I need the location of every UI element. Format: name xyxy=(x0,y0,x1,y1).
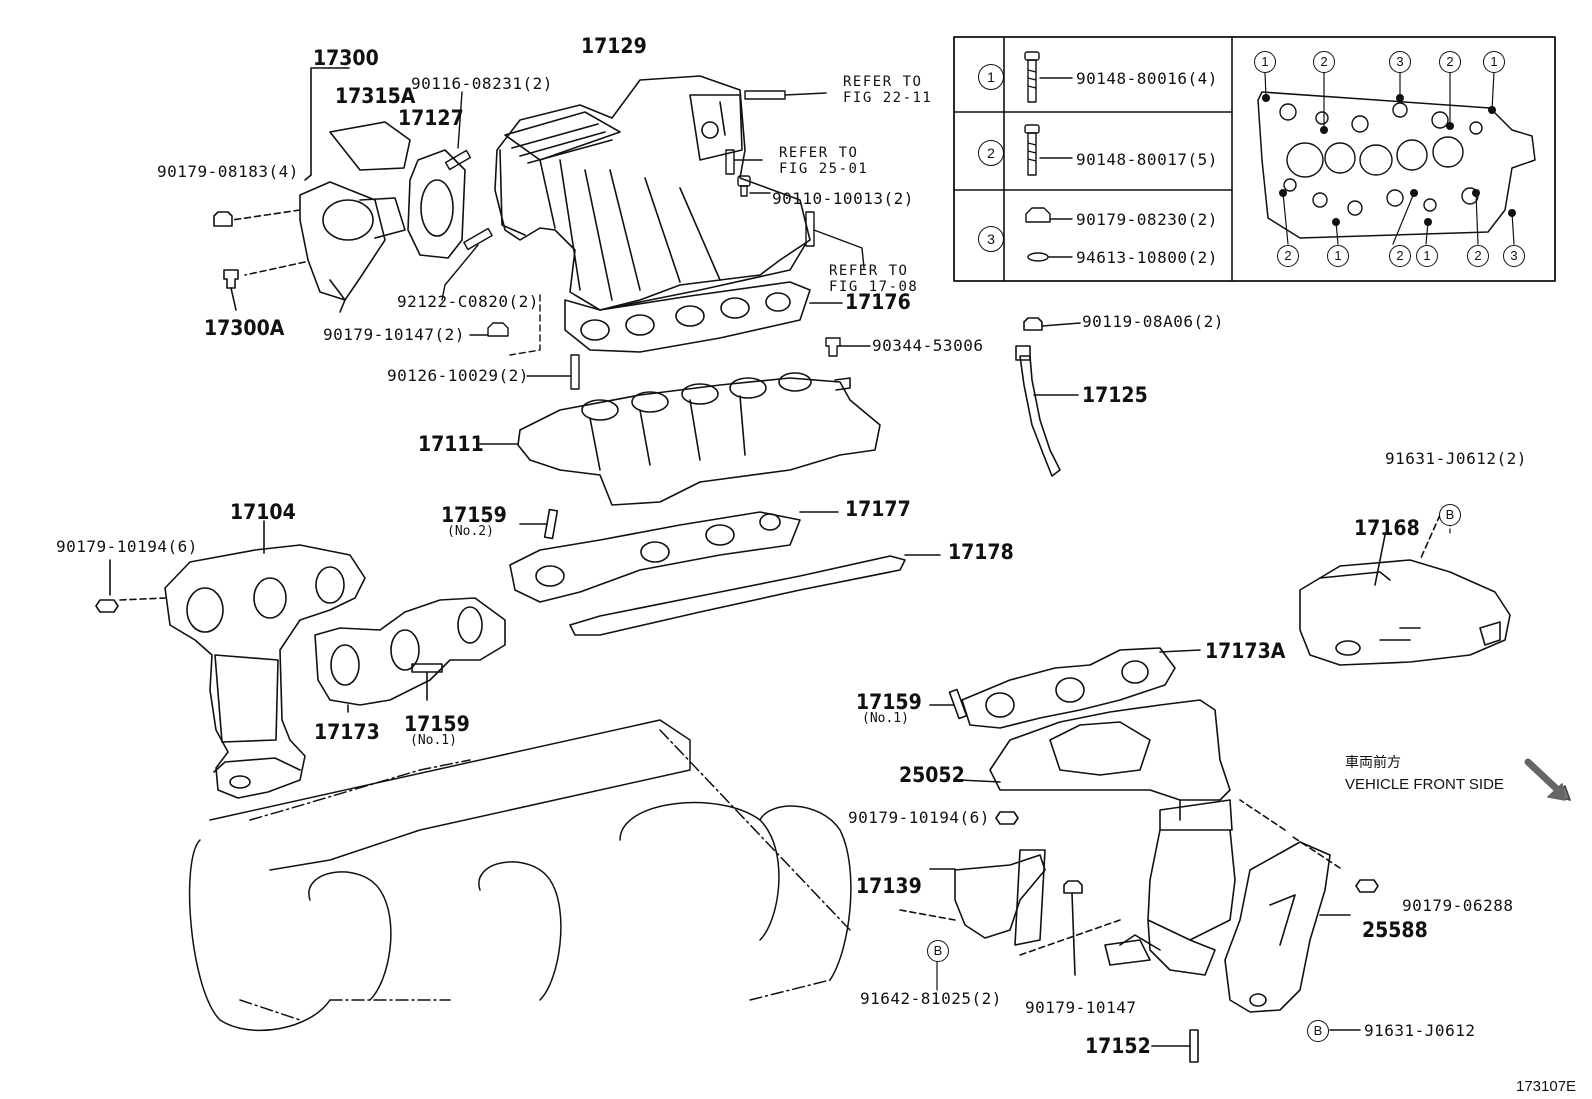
part-label-17159-no1-right: 17159 xyxy=(856,690,922,714)
part-label-17159-no1-left: 17159 xyxy=(404,712,470,736)
part-label-25588: 25588 xyxy=(1362,918,1428,942)
refer-fig-17-08: REFER TO FIG 17-08 xyxy=(829,263,919,295)
throttle-body-group xyxy=(213,67,466,313)
gaskets-17177-17178 xyxy=(509,508,941,636)
pcv-tube-17125 xyxy=(1015,317,1081,477)
part-label-17125: 17125 xyxy=(1082,383,1148,407)
exhaust-manifold-right xyxy=(899,647,1379,1063)
callout-b-left: B xyxy=(927,940,949,962)
gasket-marker: 1 xyxy=(1327,245,1349,267)
diagram-code: 173107E xyxy=(1516,1078,1577,1095)
part-label-17178: 17178 xyxy=(948,540,1014,564)
intake-manifold-upper xyxy=(494,75,811,311)
part-label-17111: 17111 xyxy=(418,432,484,456)
fasteners-upper xyxy=(441,90,871,390)
part-label-17129: 17129 xyxy=(581,34,647,58)
part-label-17104: 17104 xyxy=(230,500,296,524)
engine-block-outline xyxy=(188,719,852,1032)
part-label-17315a: 17315A xyxy=(335,84,416,108)
part-label-90179-10147: 90179-10147 xyxy=(1025,998,1137,1017)
part-label-90179-10194-left: 90179-10194(6) xyxy=(56,537,198,556)
part-label-90179-10194-right: 90179-10194(6) xyxy=(848,808,990,827)
legend-part-3a: 90179-08230(2) xyxy=(1076,210,1218,229)
part-label-17300a: 17300A xyxy=(204,316,285,340)
callout-b-top: B xyxy=(1439,504,1461,526)
part-label-17139: 17139 xyxy=(856,874,922,898)
gasket-marker: 2 xyxy=(1277,245,1299,267)
part-label-17177: 17177 xyxy=(845,497,911,521)
refer-fig-22-11: REFER TO FIG 22-11 xyxy=(843,74,933,106)
gasket-marker: 2 xyxy=(1467,245,1489,267)
gasket-17176 xyxy=(564,281,843,353)
part-label-17159-no2-sub: (No.2) xyxy=(447,524,494,539)
part-label-17176: 17176 xyxy=(845,290,911,314)
gasket-marker: 1 xyxy=(1416,245,1438,267)
part-label-91631-top: 91631-J0612(2) xyxy=(1385,449,1527,468)
part-label-17168: 17168 xyxy=(1354,516,1420,540)
part-label-17173a: 17173A xyxy=(1205,639,1286,663)
heat-insulator-17168 xyxy=(1299,514,1511,666)
part-label-90126: 90126-10029(2) xyxy=(387,366,529,385)
legend-marker-1: 1 xyxy=(978,64,1004,90)
part-label-90116: 90116-08231(2) xyxy=(411,74,553,93)
part-label-17300: 17300 xyxy=(313,46,379,70)
callout-b-bottom: B xyxy=(1307,1020,1329,1042)
gasket-marker: 2 xyxy=(1389,245,1411,267)
part-label-17173: 17173 xyxy=(314,720,380,744)
legend-part-1: 90148-80016(4) xyxy=(1076,69,1218,88)
part-label-17159-no1-left-sub: (No.1) xyxy=(410,733,457,748)
legend-part-3b: 94613-10800(2) xyxy=(1076,248,1218,267)
legend-table xyxy=(953,36,1556,282)
part-label-17159-no1-right-sub: (No.1) xyxy=(862,711,909,726)
gasket-marker: 3 xyxy=(1503,245,1525,267)
part-label-25052: 25052 xyxy=(899,763,965,787)
part-label-92122: 92122-C0820(2) xyxy=(397,292,539,311)
gasket-marker: 1 xyxy=(1254,51,1276,73)
part-label-91642: 91642-81025(2) xyxy=(860,989,1002,1008)
part-label-17159-no2: 17159 xyxy=(441,503,507,527)
part-label-90110: 90110-10013(2) xyxy=(772,189,914,208)
part-label-90179-06288: 90179-06288 xyxy=(1402,896,1514,915)
gasket-marker: 3 xyxy=(1389,51,1411,73)
part-label-17152: 17152 xyxy=(1085,1034,1151,1058)
gasket-marker: 1 xyxy=(1483,51,1505,73)
exhaust-manifold-17104 xyxy=(95,520,366,799)
legend-marker-3: 3 xyxy=(978,226,1004,252)
part-label-90179-10147-2: 90179-10147(2) xyxy=(323,325,465,344)
part-label-90119: 90119-08A06(2) xyxy=(1082,312,1224,331)
refer-fig-25-01: REFER TO FIG 25-01 xyxy=(779,145,869,177)
part-label-91631-bottom: 91631-J0612 xyxy=(1364,1021,1476,1040)
gasket-marker: 2 xyxy=(1439,51,1461,73)
legend-marker-2: 2 xyxy=(978,140,1004,166)
front-arrow xyxy=(1524,758,1571,801)
vehicle-front-label: VEHICLE FRONT SIDE xyxy=(1345,776,1504,793)
part-label-90344: 90344-53006 xyxy=(872,336,984,355)
intake-manifold-lower xyxy=(479,372,881,506)
part-label-90179-08183: 90179-08183(4) xyxy=(157,162,299,181)
vehicle-front-jp: 車両前方 xyxy=(1345,755,1401,771)
gasket-marker: 2 xyxy=(1313,51,1335,73)
legend-part-2: 90148-80017(5) xyxy=(1076,150,1218,169)
part-label-17127: 17127 xyxy=(398,106,464,130)
gasket-17173 xyxy=(314,597,506,713)
